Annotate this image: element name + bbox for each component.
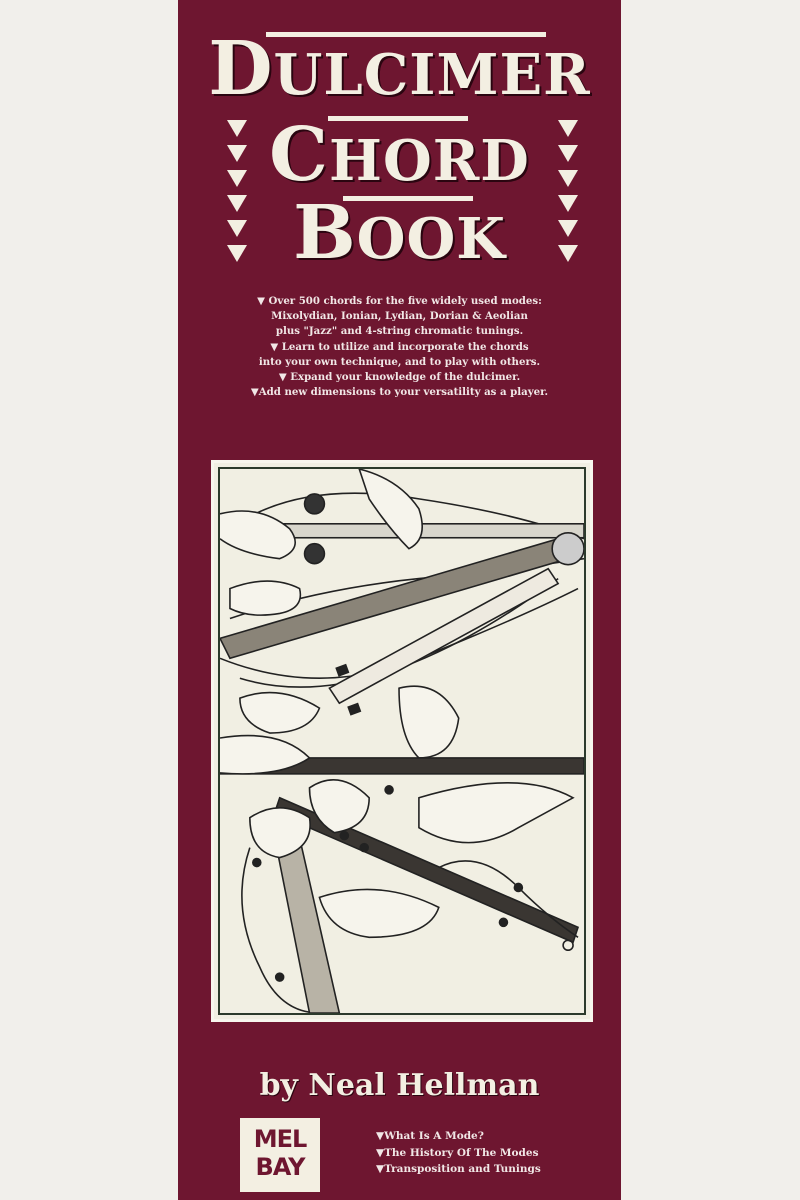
down-triangle-icon <box>558 120 578 137</box>
title-rule-top <box>266 32 546 37</box>
right-triangle-column <box>558 120 580 270</box>
blurb-line: ▼ Learn to utilize and incorporate the c… <box>270 340 529 353</box>
down-triangle-icon <box>227 145 247 162</box>
down-triangle-icon <box>558 170 578 187</box>
blurb-line: ▼ Over 500 chords for the five widely us… <box>257 295 542 307</box>
down-triangle-icon <box>227 245 247 262</box>
blurb-line: ▼ Expand your knowledge of the dulcimer. <box>278 371 521 384</box>
title-line-dulcimer: DULCIMER <box>208 26 591 112</box>
book-cover: DULCIMER CHORD BOOK ▼ Over 500 chords fo… <box>178 0 621 1200</box>
blurb-line: ▼Add new dimensions to your versatility … <box>250 386 549 399</box>
feature-item: ▼What Is A Mode? <box>376 1130 484 1142</box>
feature-item: ▼The History Of The Modes <box>376 1146 539 1159</box>
dulcimer-illustration <box>218 467 586 1015</box>
mel-bay-logo: MEL BAY <box>240 1118 320 1192</box>
title-rule-middle <box>328 116 468 121</box>
feature-item: ▼Transposition and Tunings <box>376 1163 541 1175</box>
blurb-text: ▼ Over 500 chords for the five widely us… <box>178 294 621 400</box>
illustration-frame <box>211 460 593 1022</box>
down-triangle-icon <box>227 220 247 237</box>
down-triangle-icon <box>558 195 578 212</box>
mel-bay-logo-icon: MEL BAY <box>253 1125 308 1181</box>
down-triangle-icon <box>558 145 578 162</box>
left-triangle-column <box>227 120 249 270</box>
down-triangle-icon <box>227 170 247 187</box>
title-rule-lower <box>343 196 473 201</box>
title-line-chord: CHORD <box>269 112 530 198</box>
blurb-line: plus "Jazz" and 4-string chromatic tunin… <box>275 325 524 338</box>
feature-list: ▼What Is A Mode? ▼The History Of The Mod… <box>376 1128 541 1178</box>
down-triangle-icon <box>227 120 247 137</box>
down-triangle-icon <box>558 245 578 262</box>
down-triangle-icon <box>558 220 578 237</box>
down-triangle-icon <box>227 195 247 212</box>
title-line-book: BOOK <box>293 190 506 276</box>
dulcimer-drawing-icon <box>220 469 584 1013</box>
blurb-line: Mixolydian, Ionian, Lydian, Dorian & Aeo… <box>271 310 528 323</box>
blurb-line: into your own technique, and to play wit… <box>258 355 541 368</box>
author-name: by Neal Hellman <box>259 1068 540 1103</box>
